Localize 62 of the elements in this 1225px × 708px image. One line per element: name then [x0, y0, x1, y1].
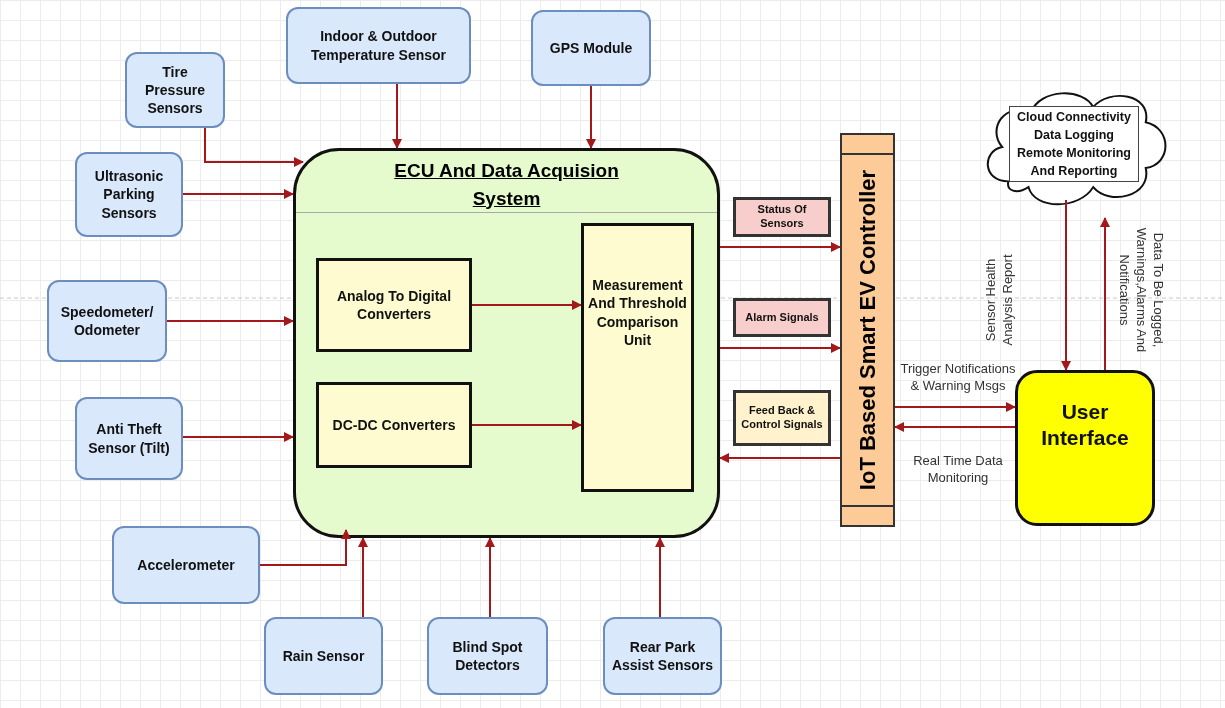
sensor-box: [427, 617, 548, 695]
sensor-box: [531, 10, 651, 86]
cloud-text: Cloud Connectivity Data Logging Remote Monitoring And Reporting: [1009, 105, 1139, 183]
arrow: [1100, 217, 1110, 371]
controller-bar: [840, 133, 895, 527]
box-label: Tire Pressure Sensors: [144, 62, 206, 118]
arrow: [719, 343, 841, 353]
edge-label: Trigger Notifications & Warning Msgs: [899, 361, 1017, 395]
edge-label: Sensor Health Analysis Report: [983, 253, 1016, 348]
arrow: [259, 529, 351, 566]
box-label: Feed Back & Control Signals: [740, 404, 824, 432]
arrow: [182, 189, 294, 199]
edge-label: Data To Be Logged, Warnings,Alarms And Notifications: [1116, 226, 1167, 355]
arrow: [894, 422, 1016, 432]
sensor-box: [264, 617, 383, 695]
signal-tag: [733, 197, 831, 237]
arrow: [655, 537, 665, 618]
interface-box: [1015, 370, 1155, 526]
signal-tag: [733, 298, 831, 337]
box-label: Indoor & Outdoor Temperature Sensor: [309, 27, 448, 64]
box-label: Rear Park Assist Sensors: [610, 637, 715, 675]
signal-tag: [733, 390, 831, 446]
box-label: Speedometer/ Odometer: [59, 302, 155, 340]
system-container: [293, 148, 720, 538]
arrow: [719, 453, 841, 463]
arrow: [166, 316, 294, 326]
sensor-box: [47, 280, 167, 362]
box-label: Status Of Sensors: [756, 203, 808, 231]
box-label: Alarm Signals: [745, 310, 819, 325]
sensor-box: [125, 52, 225, 128]
process-box: [581, 223, 694, 492]
sensor-box: [286, 7, 471, 84]
sensor-box: [112, 526, 260, 604]
arrow: [1061, 199, 1071, 371]
arrow: [586, 85, 596, 149]
box-label: DC-DC Converters: [332, 415, 456, 435]
sensor-box: [75, 397, 183, 480]
arrow: [471, 300, 582, 310]
arrow: [204, 127, 304, 167]
sensor-box: [603, 617, 722, 695]
sensor-box: [75, 152, 183, 237]
box-label: Measurement And Threshold Comparison Unit: [588, 276, 687, 349]
container-heading: ECU And Data Acquision System: [393, 159, 620, 211]
arrow: [358, 537, 368, 618]
box-label: Blind Spot Detectors: [451, 637, 524, 675]
controller-label: IoT Based Smart EV Controller: [854, 169, 881, 491]
arrow: [471, 420, 582, 430]
box-label: Accelerometer: [137, 555, 235, 575]
box-label: GPS Module: [549, 38, 633, 58]
box-label: Ultrasonic Parking Sensors: [93, 167, 165, 222]
edge-label: Real Time Data Monitoring: [913, 453, 1003, 487]
arrow: [182, 432, 294, 442]
arrow: [894, 402, 1016, 412]
process-box: [316, 382, 472, 468]
process-box: [316, 258, 472, 352]
arrow: [392, 83, 402, 149]
box-label: Analog To Digital Converters: [335, 286, 453, 324]
box-label: User Interface: [1040, 399, 1130, 452]
box-label: Anti Theft Sensor (Tilt): [87, 420, 171, 457]
arrow: [719, 242, 841, 252]
box-label: Rain Sensor: [282, 646, 365, 666]
arrow: [485, 537, 495, 618]
